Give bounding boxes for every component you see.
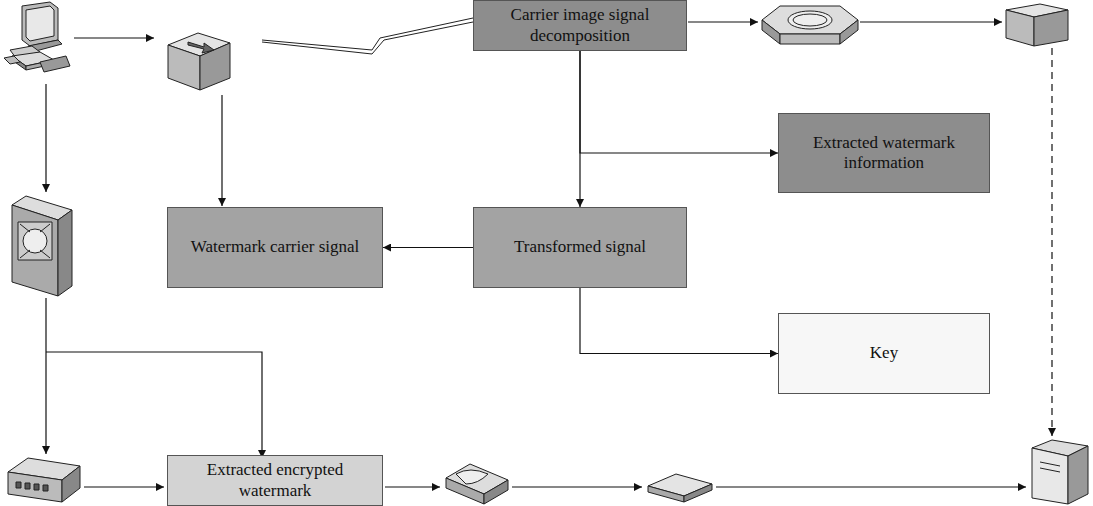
dashed-arrow — [1051, 48, 1052, 436]
arrow — [688, 21, 758, 22]
arrow — [512, 486, 642, 487]
node-label: Transformed signal — [506, 237, 654, 257]
device-icon — [1006, 4, 1068, 46]
flow-arrow — [580, 51, 778, 153]
switch-icon — [446, 464, 508, 504]
router-icon — [168, 33, 230, 90]
computer-icon — [4, 2, 70, 72]
arrow — [860, 21, 1002, 22]
arrow — [45, 298, 46, 454]
node-label: Extracted watermark information — [779, 133, 989, 174]
process-box: Extracted encrypted watermark — [167, 455, 383, 506]
flow-arrow — [580, 288, 778, 354]
output-box: Extracted watermark information — [778, 113, 990, 193]
process-box: Transformed signal — [473, 207, 687, 288]
storage-icon — [12, 196, 72, 296]
arrow — [385, 486, 440, 487]
arrow — [45, 84, 46, 192]
server-icon — [1032, 440, 1088, 504]
modem-icon — [8, 458, 80, 502]
process-box: Watermark carrier signal — [167, 207, 383, 288]
wireless-link — [262, 22, 473, 54]
arrow — [716, 486, 1026, 487]
node-label: Carrier image signal decomposition — [474, 5, 686, 46]
node-label: Extracted encrypted watermark — [168, 460, 382, 501]
flow-arrow — [383, 247, 473, 248]
key-box: Key — [778, 313, 990, 394]
hub-icon — [762, 6, 858, 44]
arrow — [84, 486, 164, 487]
arrow — [46, 352, 262, 458]
wires — [46, 22, 1052, 487]
node-label: Key — [862, 343, 906, 363]
process-box: Carrier image signal decomposition — [473, 0, 687, 51]
bridge-icon — [648, 474, 712, 502]
arrow — [74, 37, 154, 38]
arrow — [221, 95, 222, 206]
node-label: Watermark carrier signal — [183, 237, 368, 257]
